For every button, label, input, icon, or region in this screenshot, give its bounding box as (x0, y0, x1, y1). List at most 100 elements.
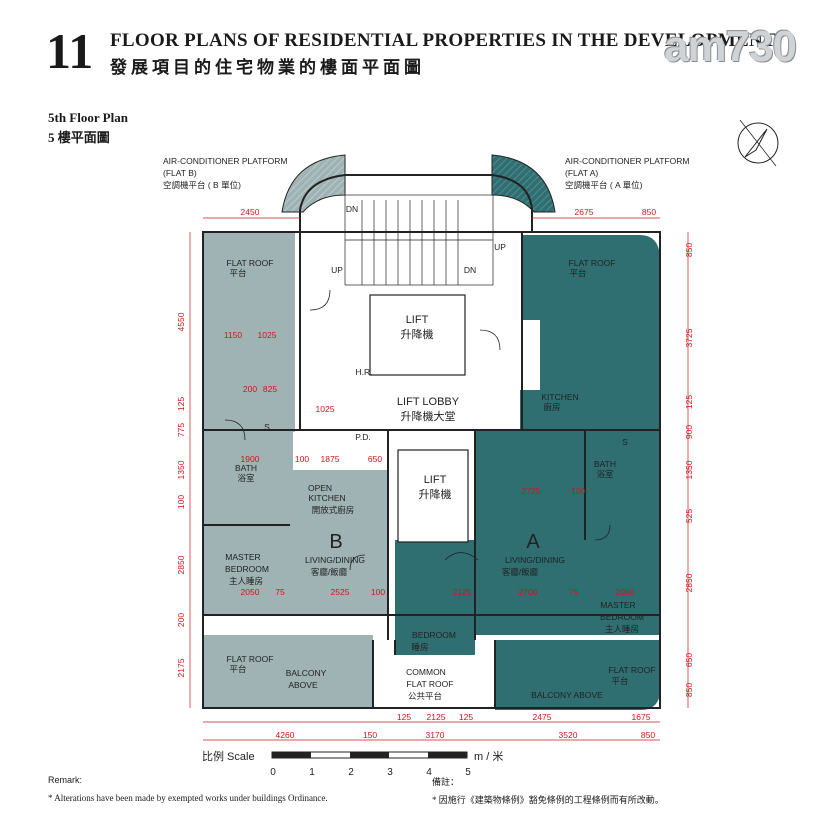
bath-a-label: BATH (594, 459, 616, 469)
plan-label: 浴室 (237, 473, 255, 483)
plan-label: 1150 (224, 330, 243, 340)
ac-platform-b-label: AIR-CONDITIONER PLATFORM (163, 156, 288, 166)
plan-label: 升降機大堂 (401, 409, 456, 423)
master-b-label: MASTER (225, 552, 260, 562)
plan-label: 比例 Scale (202, 749, 255, 763)
plan-label: 2125 (427, 712, 446, 722)
north-arrow-icon (737, 119, 779, 167)
plan-label: 850 (641, 730, 655, 740)
page-title-en: FLOOR PLANS OF RESIDENTIAL PROPERTIES IN… (110, 30, 776, 51)
plan-label: 2175 (176, 658, 186, 677)
plan-label: DN (464, 265, 476, 275)
plan-label: 0 (270, 767, 276, 778)
plan-label: 1350 (176, 460, 186, 479)
plan-label: 3 (387, 767, 393, 778)
plan-label: 650 (368, 454, 382, 464)
plan-label: 900 (684, 425, 694, 439)
plan-label: 平台 (611, 676, 628, 686)
plan-label: 1350 (684, 460, 694, 479)
flat-a-marker: A (526, 531, 540, 553)
remark-note-en: * Alterations have been made by exempted… (48, 793, 328, 803)
plan-label: 3725 (684, 328, 694, 347)
plan-label: 850 (684, 683, 694, 697)
plan-label: 2700 (519, 587, 538, 597)
plan-label: 睡房 (411, 642, 428, 652)
plan-label: 2125 (453, 587, 472, 597)
plan-label: 空調機平台 ( B 單位) (163, 180, 241, 190)
plan-label: 2850 (684, 573, 694, 592)
remark-title-zh: 備註： (432, 777, 460, 787)
flat-b-area (203, 232, 388, 708)
plan-label: 125 (459, 712, 473, 722)
plan-label: 125 (684, 395, 694, 409)
plan-label: 125 (397, 712, 411, 722)
plan-label: DN (346, 204, 358, 214)
plan-label: 100 (371, 587, 385, 597)
plan-label: 650 (684, 653, 694, 667)
watermark-logo: am730 (664, 22, 797, 71)
lift-label: LIFT (406, 314, 429, 326)
plan-label: BEDROOM (225, 564, 269, 574)
flat-a-area (395, 235, 660, 710)
plan-label: 4260 (276, 730, 295, 740)
plan-label: 2050 (241, 587, 260, 597)
section-number: 11 (46, 23, 94, 79)
plan-label: 浴室 (596, 469, 614, 479)
lift-lobby-label: LIFT LOBBY (397, 396, 460, 408)
plan-label: 2525 (331, 587, 350, 597)
plan-label: 2050 (616, 587, 635, 597)
plan-label: 100 (176, 495, 186, 509)
living-b-label: LIVING/DINING (305, 555, 365, 565)
plan-label: P.D. (355, 432, 370, 442)
plan-label: 1900 (241, 454, 260, 464)
plan-label: H.R. (356, 367, 373, 377)
bedroom-label: BEDROOM (412, 630, 456, 640)
plan-label: 825 (263, 384, 277, 394)
flat-roof-b-label: FLAT ROOF (227, 258, 274, 268)
plan-label: 1875 (321, 454, 340, 464)
plan-label: (FLAT A) (565, 168, 598, 178)
kitchen-label: KITCHEN (541, 392, 578, 402)
bath-b-label: BATH (235, 463, 257, 473)
scale-bar: 比例 Scale 0 1 2 3 4 5 m / 米 (202, 749, 503, 778)
page-title-zh: 發展項目的住宅物業的樓面平面圖 (110, 58, 425, 77)
flat-roof-a-label: FLAT ROOF (569, 258, 616, 268)
plan-label: 125 (176, 397, 186, 411)
flat-roof-b2-label: FLAT ROOF (227, 654, 274, 664)
plan-label: FLAT ROOF (407, 679, 454, 689)
plan-label: 75 (275, 587, 285, 597)
remark-title-en: Remark: (48, 775, 83, 785)
plan-label: 200 (243, 384, 257, 394)
plan-label: 平台 (229, 664, 246, 674)
plan-label: UP (331, 265, 343, 275)
plan-label: 850 (684, 243, 694, 257)
plan-label: 4 (426, 767, 432, 778)
open-kitchen-label: OPEN (308, 483, 332, 493)
plan-label: 2675 (575, 207, 594, 217)
plan-label: 2 (348, 767, 354, 778)
plan-label: 空調機平台 ( A 單位) (565, 180, 643, 190)
plan-label: 1025 (316, 404, 335, 414)
master-a-label: MASTER (600, 600, 635, 610)
plan-label: 525 (684, 509, 694, 523)
plan-label: ABOVE (288, 680, 318, 690)
plan-label: 主人睡房 (229, 576, 263, 586)
plan-label: 100 (571, 486, 585, 496)
plan-label: BEDROOM (600, 612, 644, 622)
plan-label: 2850 (176, 555, 186, 574)
common-flat-roof-label: COMMON (406, 667, 446, 677)
plan-label: 1675 (632, 712, 651, 722)
plan-label: 2450 (241, 207, 260, 217)
plan-label: 廚房 (543, 402, 560, 412)
plan-label: 升降機 (401, 327, 434, 341)
floor-title-en: 5th Floor Plan (48, 110, 128, 125)
plan-label: KITCHEN (308, 493, 345, 503)
plan-label: 2725 (522, 486, 541, 496)
flat-b-marker: B (329, 531, 342, 553)
plan-label: S (264, 422, 270, 432)
plan-label: 850 (642, 207, 656, 217)
plan-label: 775 (176, 423, 186, 437)
plan-label: 100 (295, 454, 309, 464)
floor-title-zh: 5 樓平面圖 (48, 130, 110, 145)
plan-label: 75 (569, 587, 579, 597)
